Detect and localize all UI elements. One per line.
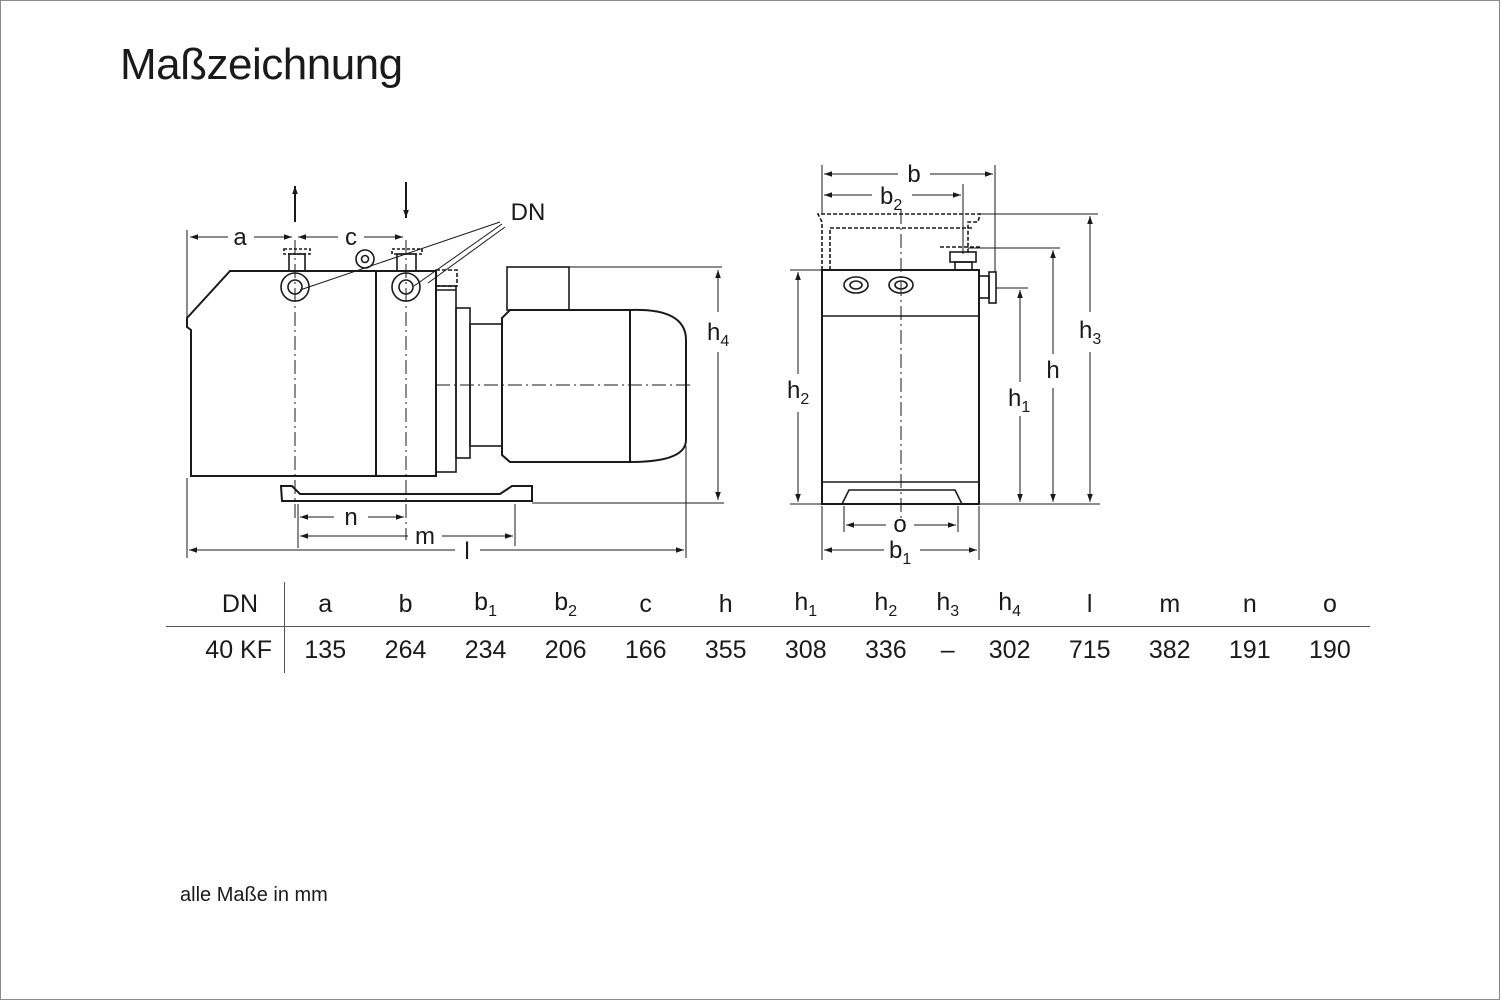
table-cell: 234 — [464, 635, 507, 664]
table-row: 40 KF 135 264 234 206 166 355 308 336 – 302 715 382 1… — [166, 626, 1370, 673]
header-symbol: a — [318, 589, 333, 618]
table-cell: 382 — [1148, 635, 1191, 664]
label-h1: h1 — [1008, 385, 1030, 416]
header-subscript: 1 — [488, 602, 497, 620]
table-cell: 336 — [864, 635, 907, 664]
label-a: a — [233, 224, 247, 251]
label-o: o — [893, 511, 906, 538]
table-header-cell: a — [284, 582, 366, 627]
table-cell: 135 — [304, 635, 347, 664]
table-header-cell: b1 — [445, 582, 526, 627]
header-symbol: n — [1242, 589, 1257, 618]
header-symbol: h — [936, 587, 951, 616]
header-symbol: c — [639, 589, 652, 618]
header-subscript: 4 — [1012, 602, 1022, 620]
units-footnote: alle Maße in mm — [180, 884, 328, 906]
header-subscript: 2 — [888, 602, 898, 620]
label-n: n — [344, 504, 357, 531]
table-header-cell: h3 — [925, 582, 970, 627]
pump-side-view — [186, 182, 722, 540]
label-b1: b1 — [889, 537, 911, 568]
header-symbol: DN — [221, 589, 258, 618]
header-subscript: 3 — [950, 602, 960, 620]
table-cell: – — [940, 635, 955, 664]
table-header-cell: l — [1049, 582, 1130, 627]
header-symbol: m — [1159, 589, 1181, 618]
table-cell: 40 KF — [166, 626, 285, 673]
header-symbol: h — [998, 587, 1013, 616]
label-h4: h4 — [707, 319, 729, 350]
table-header-cell: m — [1129, 582, 1210, 627]
label-dn: DN — [511, 199, 546, 226]
label-h: h — [1046, 357, 1059, 384]
header-symbol: b — [554, 587, 569, 616]
table-header-cell: c — [605, 582, 686, 627]
header-symbol: o — [1322, 589, 1337, 618]
table-header-cell: o — [1289, 582, 1370, 627]
table-header-cell: b2 — [525, 582, 606, 627]
table-cell: 166 — [624, 635, 667, 664]
table-cell: 191 — [1228, 635, 1271, 664]
label-l: l — [464, 538, 469, 565]
table-header-cell: h — [685, 582, 766, 627]
header-subscript: 2 — [568, 602, 578, 620]
table-cell: 264 — [384, 635, 427, 664]
header-symbol: b — [398, 589, 413, 618]
table-cell: 355 — [704, 635, 747, 664]
pump-front-view — [816, 210, 997, 520]
table-cell: 190 — [1309, 635, 1351, 664]
header-symbol: h — [794, 587, 809, 616]
header-subscript: 1 — [808, 602, 818, 620]
label-h3: h3 — [1079, 317, 1101, 348]
label-b2: b2 — [880, 183, 902, 214]
header-symbol: h — [718, 589, 733, 618]
dimension-labels: a c DN n m l h4 b b2 o b1 h2 h1 h h3 — [233, 161, 1101, 568]
table-cell: 715 — [1068, 635, 1111, 664]
table-header-cell: DN — [166, 582, 285, 627]
label-c: c — [345, 224, 357, 251]
table-header-cell: h4 — [969, 582, 1050, 627]
header-symbol: l — [1086, 589, 1093, 618]
label-m: m — [415, 523, 435, 550]
table-header-cell: h1 — [765, 582, 846, 627]
side-view-dimensions — [186, 230, 724, 558]
table-cell: 308 — [784, 635, 827, 664]
table-cell: 302 — [988, 635, 1031, 664]
table-cell: 206 — [544, 635, 587, 664]
table-header-cell: h2 — [845, 582, 926, 627]
table-header-cell: n — [1209, 582, 1290, 627]
label-b: b — [907, 161, 920, 188]
label-h2: h2 — [787, 377, 809, 408]
header-symbol: h — [874, 587, 889, 616]
table-header-cell: b — [365, 582, 446, 627]
page-title: Maßzeichnung — [120, 40, 403, 89]
front-view-dimensions — [790, 165, 1100, 560]
header-symbol: b — [474, 587, 489, 616]
